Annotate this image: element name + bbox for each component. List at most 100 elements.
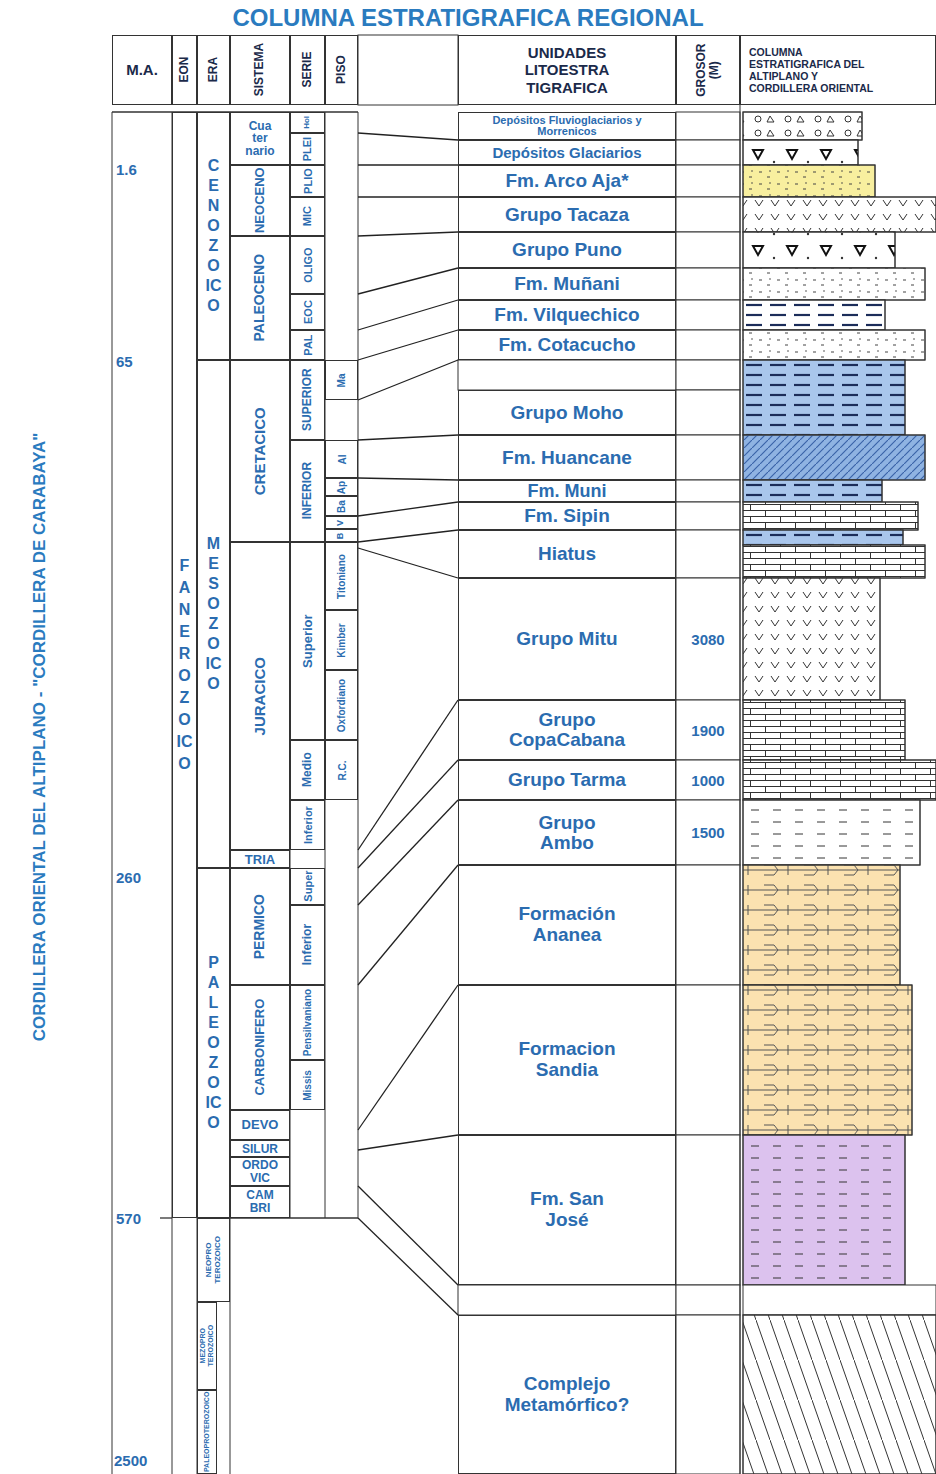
cell-text: INFERIOR — [301, 462, 314, 519]
thickness-cell — [676, 985, 740, 1135]
cell-text: Fm. Sipin — [524, 506, 610, 526]
system-cell: PALEOCENO — [230, 236, 290, 360]
thickness-value: 3080 — [691, 631, 724, 648]
stage-cell: Ba — [325, 496, 358, 516]
age-number: 2500 — [114, 1452, 147, 1469]
unit-box: Fm. Arco Aja* — [458, 165, 676, 197]
system-cell: TRIA — [230, 850, 290, 868]
lithology-band — [743, 760, 936, 800]
lithology-pattern — [743, 545, 925, 578]
lithology-band — [743, 700, 905, 760]
cell-text: DEVO — [242, 1118, 279, 1133]
cell-text: PLIO — [301, 168, 313, 194]
era-band: PALEOPROTEROZOICO — [197, 1390, 217, 1474]
cell-text: Super — [301, 871, 313, 902]
cell-text: B — [337, 532, 347, 539]
stage-cell: Ap — [325, 478, 358, 496]
lithology-pattern — [743, 197, 936, 232]
stage-cell: Ma — [325, 360, 358, 400]
cell-text: M.A. — [126, 61, 158, 78]
lithology-band — [743, 578, 880, 700]
cell-text: PLEI — [301, 137, 313, 161]
series-cell: MIC — [290, 197, 325, 236]
cell-text: Formacion Sandia — [492, 1039, 642, 1081]
thickness-value-box: 1500 — [676, 800, 740, 865]
cell-text: Grupo Moho — [511, 403, 624, 423]
lithology-pattern — [743, 330, 925, 360]
cell-text: SERIE — [301, 52, 314, 88]
lithology-pattern — [743, 800, 920, 865]
unit-box: Grupo Mitu — [458, 578, 676, 700]
lithology-fill — [743, 140, 858, 165]
lithology-fill — [743, 865, 900, 985]
stage-cell: B — [325, 529, 358, 542]
series-cell: PAL — [290, 330, 325, 360]
age-number: 260 — [116, 869, 141, 886]
lithology-fill — [743, 578, 880, 700]
cell-text: Ap — [336, 480, 347, 493]
correlation-line — [358, 360, 458, 400]
cell-text: Fm. Huancane — [502, 448, 632, 468]
cell-text: Kimber — [336, 623, 347, 657]
cell-text: Oxfordiano — [336, 678, 347, 731]
thickness-cell — [676, 1285, 740, 1315]
unit-box: Grupo Tacaza — [458, 197, 676, 232]
lithology-band — [743, 268, 925, 300]
correlation-line — [358, 548, 458, 578]
cell-text: SILUR — [242, 1143, 278, 1155]
cell-text: CARBONIFERO — [253, 999, 267, 1096]
thickness-value: 1900 — [691, 722, 724, 739]
thickness-cell — [676, 360, 740, 390]
stage-cell: Al — [325, 440, 358, 478]
lithology-pattern — [743, 530, 903, 545]
cell-text: Cua ter nario — [243, 120, 277, 158]
lithology-pattern — [743, 165, 875, 197]
series-cell: EOC — [290, 294, 325, 330]
cell-text: Grupo CopaCabana — [492, 710, 642, 750]
cell-text: Fm. Vilquechico — [494, 305, 639, 325]
lithology-band — [743, 1135, 905, 1285]
correlation-line — [358, 1135, 458, 1150]
cell-text: Superior — [300, 614, 314, 667]
stage-cell: Oxfordiano — [325, 670, 358, 740]
empty-unit-box — [458, 1285, 676, 1315]
thickness-value-box: 3080 — [676, 578, 740, 700]
cell-text: PALEOPROTEROZOICO — [203, 1392, 211, 1472]
header-cell — [358, 35, 458, 105]
unit-box: Grupo Moho — [458, 390, 676, 435]
lithology-band — [743, 165, 875, 197]
cell-text: Hiatus — [538, 544, 596, 564]
system-cell: NEOCENO — [230, 165, 290, 236]
cell-text: CRETACICO — [252, 407, 269, 495]
series-cell: Hol — [290, 112, 325, 133]
cell-text: PERMICO — [252, 894, 267, 959]
lithology-pattern — [743, 268, 925, 300]
era-band: CENOZOICO — [197, 112, 230, 360]
system-cell: SILUR — [230, 1140, 290, 1157]
lithology-band — [743, 140, 858, 165]
thickness-cell — [676, 165, 740, 197]
lithology-pattern — [743, 1135, 905, 1285]
lithology-band — [743, 112, 862, 140]
stage-cell: R.C. — [325, 740, 358, 800]
cell-text: Formación Ananea — [492, 904, 642, 946]
thickness-cell — [676, 268, 740, 300]
series-cell: Missis — [290, 1060, 325, 1110]
thickness-cell — [676, 480, 740, 502]
cell-text: MIC — [301, 206, 313, 226]
lithology-fill — [743, 760, 936, 800]
lithology-band — [743, 232, 895, 268]
series-cell: OLIGO — [290, 236, 325, 294]
cell-text: OLIGO — [301, 247, 313, 282]
unit-box: Formacion Sandia — [458, 985, 676, 1135]
cell-text: Missis — [302, 1070, 313, 1101]
thickness-cell — [676, 502, 740, 530]
correlation-line — [358, 1218, 458, 1315]
thickness-cell — [676, 390, 740, 435]
lithology-band — [743, 865, 900, 985]
lithology-fill — [743, 197, 936, 232]
series-cell: INFERIOR — [290, 440, 325, 542]
cell-text: CAM BRI — [240, 1189, 280, 1214]
